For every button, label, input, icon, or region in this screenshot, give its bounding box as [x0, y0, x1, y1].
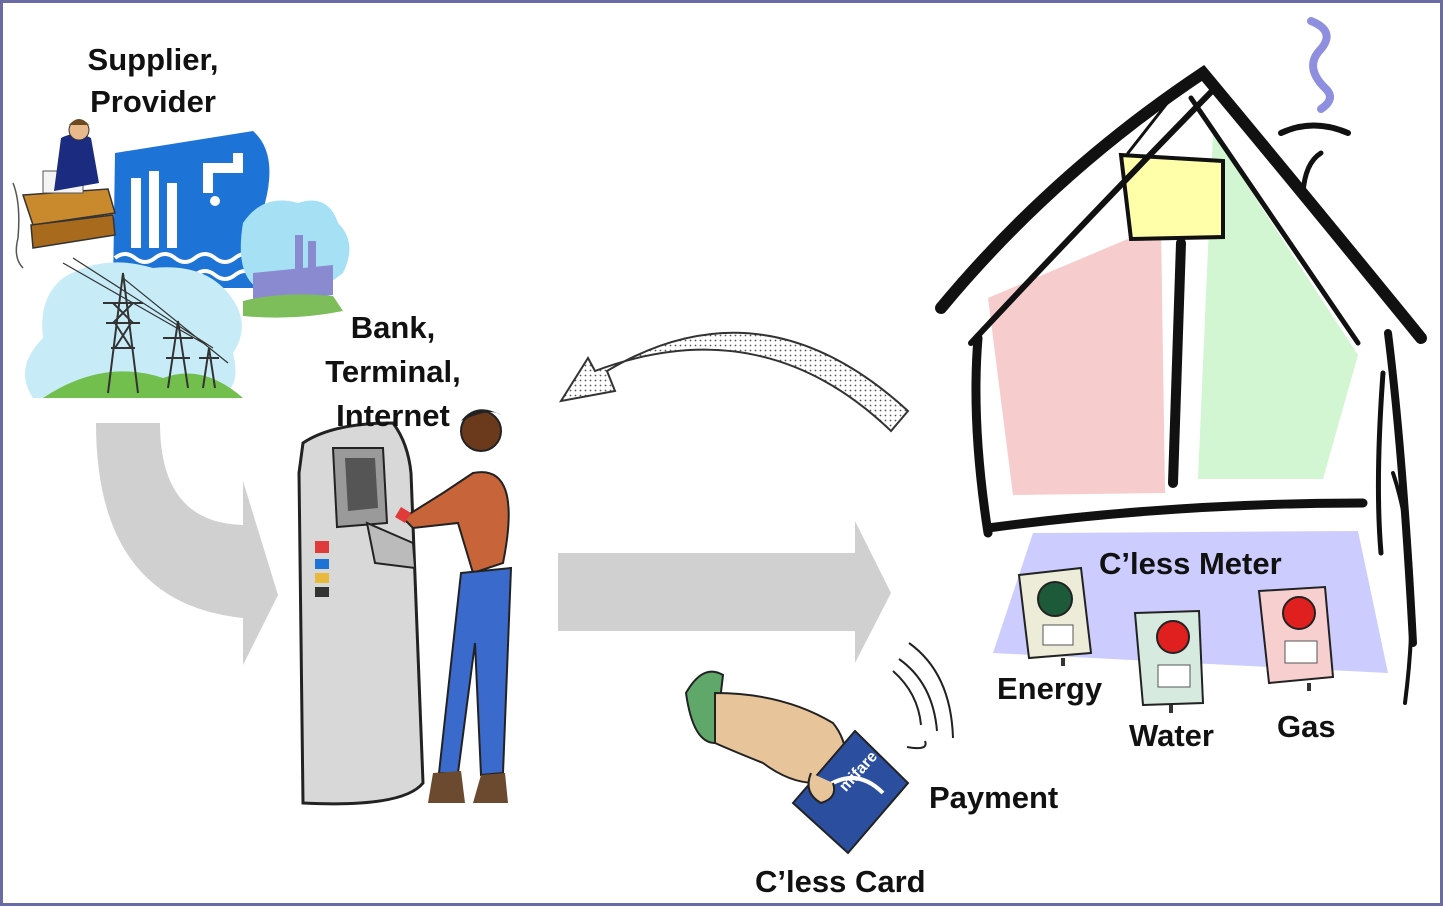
bank-label-line1: Bank, — [350, 310, 436, 345]
water-meter-icon — [1133, 609, 1205, 713]
house-to-bank-dotted-arrow — [558, 331, 910, 433]
power-lines-icon — [25, 257, 243, 398]
supplier-person-desk-icon — [12, 119, 116, 269]
energy-meter-icon — [1017, 566, 1093, 666]
bank-label-line3: Internet — [336, 398, 450, 433]
gas-label: Gas — [1277, 709, 1336, 744]
payment-terminal-icon — [297, 421, 425, 806]
supplier-utilities-icon — [113, 131, 350, 318]
gas-meter-icon — [1257, 585, 1335, 691]
scene-illustration — [12, 17, 1427, 855]
water-label: Water — [1129, 718, 1214, 753]
supplier-label-line1: Supplier, — [87, 42, 219, 77]
bank-label-line2: Terminal, — [325, 354, 461, 389]
energy-label: Energy — [997, 671, 1103, 706]
meter-title-label: C’less Meter — [1099, 546, 1282, 581]
supplier-label-line2: Provider — [90, 84, 216, 119]
hand-with-card-icon — [684, 642, 954, 855]
payment-label: Payment — [929, 780, 1059, 815]
card-label: C’less Card — [755, 864, 926, 899]
bank-to-meter-arrow — [558, 521, 891, 663]
person-using-terminal-icon — [395, 409, 513, 803]
house-illustration — [935, 17, 1427, 705]
supplier-to-bank-arrow — [96, 423, 278, 665]
